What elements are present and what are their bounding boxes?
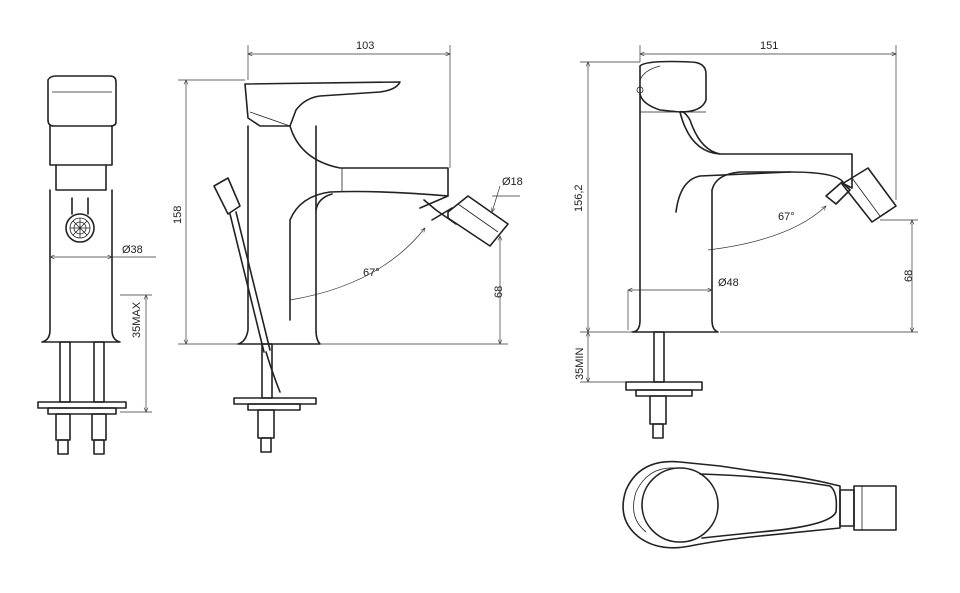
right-view-mounting-plate — [625, 381, 703, 391]
front-view: 67° 103 158 Ø18 68 — [172, 40, 523, 453]
front-view-width-label: 103 — [356, 40, 374, 52]
top-view-nozzle — [839, 489, 855, 527]
side-view-body — [49, 125, 113, 166]
front-view-handle — [244, 81, 401, 127]
side-view-handle — [47, 75, 117, 127]
front-view-mounting-plate — [233, 397, 317, 405]
right-view-height-label: 156,2 — [573, 184, 585, 212]
side-view-diameter-label: Ø38 — [122, 244, 143, 256]
front-view-angle-label: 67° — [363, 267, 380, 279]
top-view-body-outline — [622, 460, 841, 549]
front-view-hose — [213, 177, 241, 215]
front-view-nozzle-height-label: 68 — [493, 286, 505, 298]
right-view-width-label: 151 — [760, 40, 778, 52]
top-view — [622, 460, 897, 549]
right-view-nozzle — [825, 181, 851, 205]
right-view: 67° 151 156,2 Ø48 68 35MIN — [573, 40, 918, 439]
front-view-height-label: 158 — [172, 206, 184, 224]
right-view-body — [631, 93, 853, 333]
right-view-angle-label: 67° — [778, 211, 795, 223]
side-view-max-depth-label: 35MAX — [131, 301, 143, 338]
top-view-handle — [641, 467, 719, 543]
right-view-nozzle-height-label: 68 — [903, 270, 915, 282]
side-view-stud-left — [59, 341, 71, 403]
right-view-handle — [639, 60, 707, 113]
side-view-aerator-icon — [65, 213, 95, 243]
side-view: Ø38 35MAX — [37, 75, 156, 455]
side-view-mounting-plate — [37, 401, 127, 409]
side-view-stud-right — [93, 341, 105, 403]
front-view-body — [237, 125, 321, 345]
right-view-body-diameter-label: Ø48 — [718, 277, 739, 289]
right-view-min-depth-label: 35MIN — [574, 348, 586, 380]
front-view-nozzle-diameter-label: Ø18 — [502, 176, 523, 188]
